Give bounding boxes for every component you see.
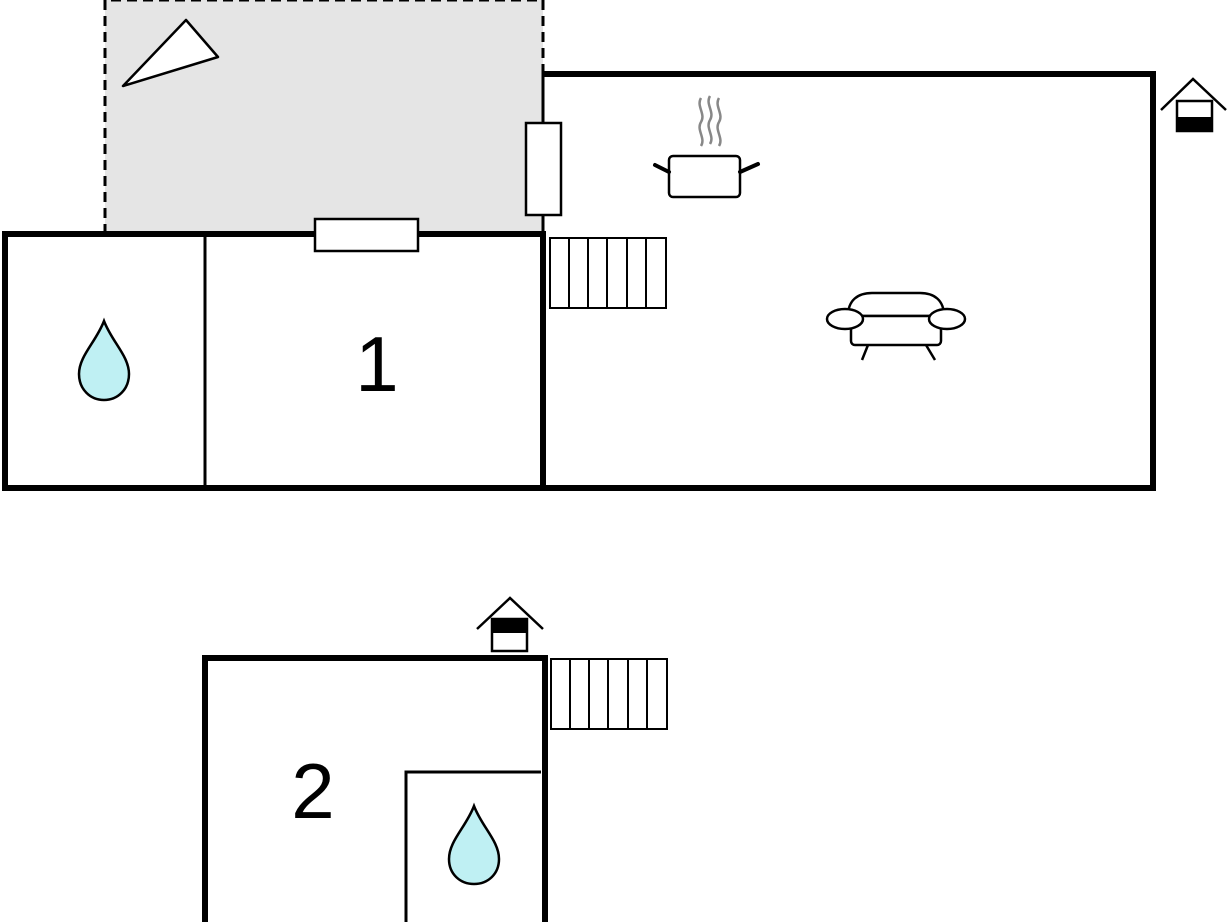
floor-1-walls xyxy=(2,71,1156,491)
window-icon xyxy=(313,217,420,253)
stairs-icon xyxy=(549,237,667,309)
floor-2-walls xyxy=(202,655,548,922)
bathroom-water-icon xyxy=(447,802,501,886)
room-1-number: 1 xyxy=(355,320,398,408)
living-sofa-icon xyxy=(825,291,967,361)
compass-arrow-icon xyxy=(121,18,220,88)
house-entrance-icon xyxy=(476,596,544,653)
kitchen-pot-icon xyxy=(653,95,760,199)
room-2-number: 2 xyxy=(291,747,334,835)
stairs-icon xyxy=(550,658,668,730)
house-entrance-icon xyxy=(1160,77,1227,133)
window-icon xyxy=(524,121,563,217)
bathroom-water-icon xyxy=(77,317,131,402)
